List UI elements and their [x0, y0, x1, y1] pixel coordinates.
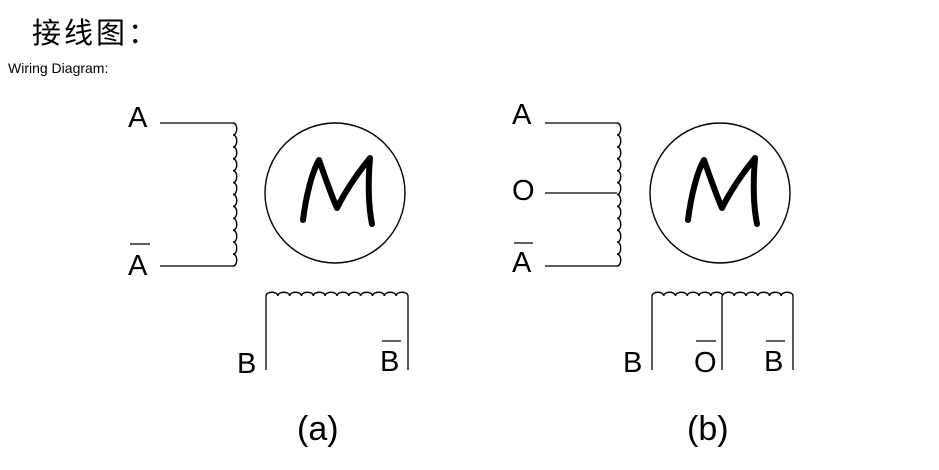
label-b-a-bar: A: [512, 247, 532, 279]
diagram-a: A A B B (a): [128, 102, 409, 448]
motor-a-circle: [264, 122, 406, 264]
motor-a-symbol: [300, 155, 375, 227]
caption-b: (b): [687, 410, 729, 448]
label-b-bar: B: [380, 346, 399, 378]
winding-a-coil-center-tapped: [616, 122, 622, 267]
label-b-a: A: [512, 99, 532, 131]
label-b: B: [237, 348, 256, 380]
motor-b-symbol: [685, 155, 760, 227]
label-b-o-bar: O: [694, 347, 717, 379]
label-b-b-bar: B: [764, 346, 783, 378]
winding-a-coil: [232, 122, 238, 267]
label-b-b: B: [623, 347, 642, 379]
diagram-b: A O A B O B (b): [512, 99, 794, 448]
title-chinese: 接线图：: [32, 16, 161, 50]
winding-b-coil: [265, 291, 409, 297]
title-english: Wiring Diagram:: [8, 60, 109, 76]
caption-a: (a): [297, 410, 339, 448]
label-b-o: O: [512, 175, 535, 207]
winding-b-coil-center-tapped: [651, 291, 794, 297]
motor-b-circle: [649, 122, 791, 264]
label-a: A: [128, 102, 148, 134]
label-a-bar: A: [128, 250, 148, 282]
